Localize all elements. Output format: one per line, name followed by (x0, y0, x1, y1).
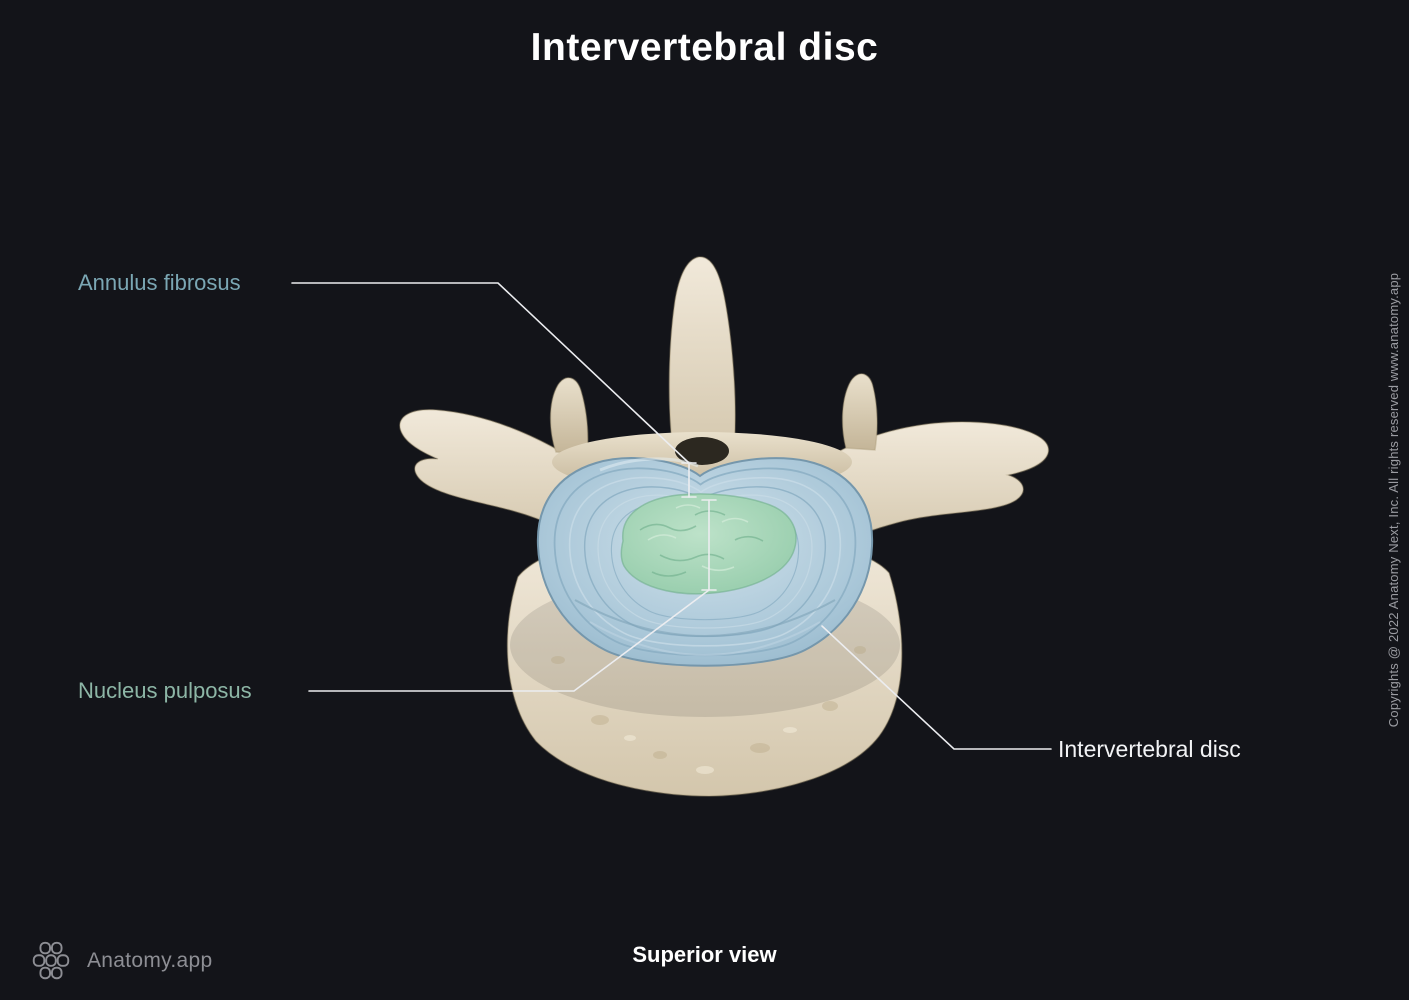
nucleus-leader-line (308, 589, 710, 692)
label-intervertebral-disc: Intervertebral disc (1058, 736, 1241, 762)
label-nucleus-pulposus: Nucleus pulposus (78, 678, 252, 703)
annulus-leader-line (291, 282, 690, 464)
anatomy-app-brain-icon (32, 941, 70, 980)
leader-lines (291, 282, 1052, 750)
brand-logo: Anatomy.app (28, 938, 213, 984)
disc-leader-line (821, 625, 1052, 750)
copyright-text: Copyrights @ 2022 Anatomy Next, Inc. All… (1386, 272, 1401, 728)
label-annulus-fibrosus: Annulus fibrosus (78, 270, 241, 295)
page-title: Intervertebral disc (530, 26, 879, 69)
view-label: Superior view (632, 942, 777, 967)
brand-name: Anatomy.app (87, 949, 213, 972)
